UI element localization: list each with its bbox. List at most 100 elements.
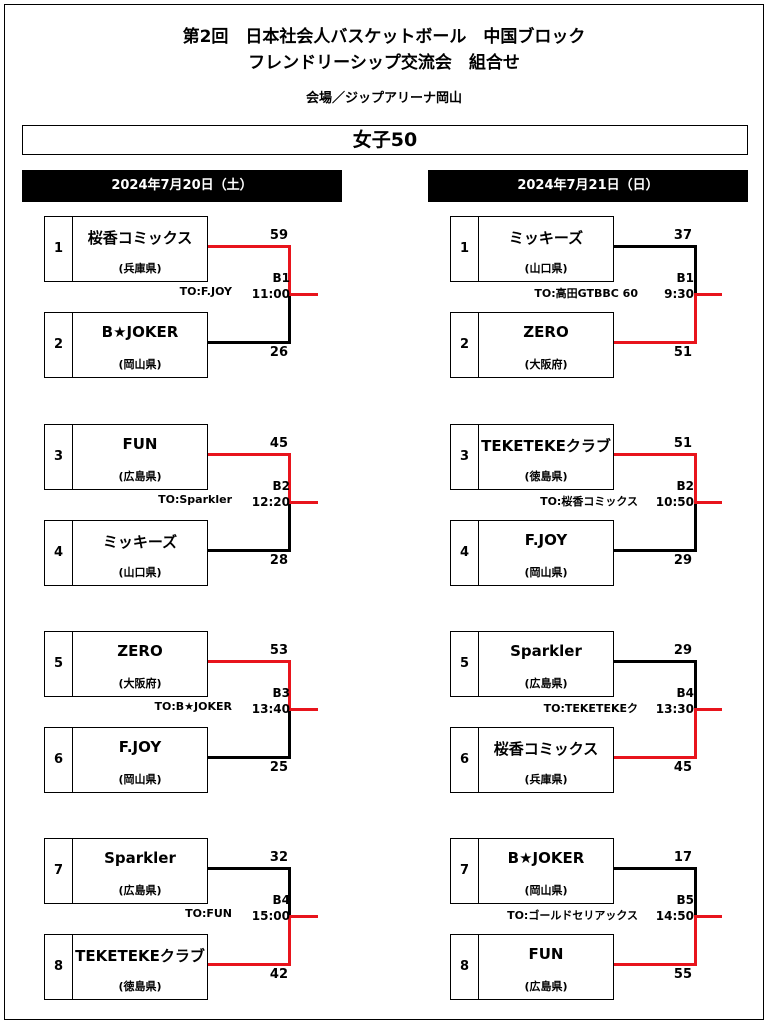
team-prefecture: (岡山県): [118, 358, 162, 371]
seed-number: 7: [45, 839, 73, 903]
bracket-line-bottom: [614, 341, 697, 344]
team-prefecture: (岡山県): [524, 884, 568, 897]
category-banner: 女子50: [22, 125, 748, 155]
day-header-sat: 2024年7月20日（土）: [22, 170, 342, 202]
team-box: 5 Sparkler (広島県): [450, 631, 614, 697]
score-bottom: 55: [673, 967, 692, 982]
court-label: B1: [272, 271, 291, 285]
team-prefecture: (兵庫県): [118, 262, 162, 275]
team-prefecture: (大阪府): [524, 358, 568, 371]
start-time: 10:50: [655, 495, 694, 509]
team-prefecture: (岡山県): [524, 566, 568, 579]
score-bottom: 42: [269, 967, 288, 982]
start-time: 13:30: [655, 702, 694, 716]
score-top: 53: [269, 643, 288, 658]
team-name: Sparkler: [104, 849, 176, 867]
day-header-sun: 2024年7月21日（日）: [428, 170, 748, 202]
seed-number: 5: [451, 632, 479, 696]
start-time: 11:00: [251, 287, 290, 301]
bracket-line-vertical-top: [288, 660, 291, 710]
table-official: TO:B★JOKER: [154, 700, 232, 713]
team-prefecture: (大阪府): [118, 677, 162, 690]
bracket-line-bottom: [208, 549, 291, 552]
team-name: B★JOKER: [101, 323, 179, 341]
seed-number: 6: [451, 728, 479, 792]
bracket-line-winner: [288, 293, 318, 296]
team-prefecture: (兵庫県): [524, 773, 568, 786]
bracket-line-top: [614, 245, 697, 248]
seed-number: 3: [45, 425, 73, 489]
score-top: 32: [269, 850, 288, 865]
table-official: TO:Sparkler: [158, 493, 232, 506]
bracket-line-winner: [694, 708, 722, 711]
team-box: 6 桜香コミックス (兵庫県): [450, 727, 614, 793]
bracket-line-top: [614, 453, 697, 456]
table-official: TO:高田GTBBC 60: [534, 287, 638, 300]
seed-number: 8: [45, 935, 73, 999]
bracket-line-bottom: [614, 963, 697, 966]
team-name: F.JOY: [524, 531, 568, 549]
bracket-line-vertical-top: [288, 867, 291, 917]
bracket-line-bottom: [208, 341, 291, 344]
team-name: ZERO: [117, 642, 163, 660]
bracket-line-vertical-top: [288, 453, 291, 503]
table-official: TO:TEKETEKEク: [543, 702, 638, 715]
bracket-line-top: [208, 867, 291, 870]
bracket-line-vertical-bottom: [694, 294, 697, 344]
team-name: 桜香コミックス: [493, 740, 599, 758]
team-prefecture: (山口県): [118, 566, 162, 579]
bracket-line-top: [208, 660, 291, 663]
team-name: ミッキーズ: [508, 229, 584, 247]
bracket-line-vertical-top: [694, 453, 697, 503]
court-label: B4: [272, 893, 291, 907]
seed-number: 4: [451, 521, 479, 585]
score-top: 17: [673, 850, 692, 865]
seed-number: 2: [45, 313, 73, 377]
score-bottom: 29: [673, 553, 692, 568]
bracket-line-winner: [288, 501, 318, 504]
team-name: 桜香コミックス: [87, 229, 193, 247]
seed-number: 8: [451, 935, 479, 999]
team-prefecture: (広島県): [524, 677, 568, 690]
team-prefecture: (広島県): [118, 884, 162, 897]
court-label: B3: [272, 686, 291, 700]
team-prefecture: (徳島県): [524, 470, 568, 483]
score-top: 51: [673, 436, 692, 451]
table-official: TO:FUN: [185, 907, 232, 920]
start-time: 9:30: [664, 287, 694, 301]
bracket-line-winner: [694, 293, 722, 296]
bracket-line-winner: [288, 708, 318, 711]
team-name: FUN: [122, 435, 158, 453]
team-box: 4 F.JOY (岡山県): [450, 520, 614, 586]
seed-number: 6: [45, 728, 73, 792]
bracket-line-top: [614, 660, 697, 663]
bracket-line-vertical-bottom: [288, 709, 291, 759]
venue-label: 会場／ジップアリーナ岡山: [305, 91, 462, 106]
court-label: B4: [676, 686, 695, 700]
score-bottom: 51: [673, 345, 692, 360]
table-official: TO:ゴールドセリアックス: [507, 909, 638, 922]
score-top: 37: [673, 228, 692, 243]
bracket-line-winner: [288, 915, 318, 918]
bracket-line-top: [614, 867, 697, 870]
team-prefecture: (広島県): [524, 980, 568, 993]
start-time: 14:50: [655, 909, 694, 923]
score-bottom: 26: [269, 345, 288, 360]
team-prefecture: (山口県): [524, 262, 568, 275]
bracket-line-vertical-top: [288, 245, 291, 295]
page-subtitle: フレンドリーシップ交流会 組合せ: [248, 53, 520, 73]
team-prefecture: (広島県): [118, 470, 162, 483]
court-label: B2: [272, 479, 291, 493]
seed-number: 4: [45, 521, 73, 585]
score-bottom: 45: [673, 760, 692, 775]
team-name: Sparkler: [510, 642, 582, 660]
team-box: 3 FUN (広島県): [44, 424, 208, 490]
bracket-line-vertical-bottom: [694, 916, 697, 966]
